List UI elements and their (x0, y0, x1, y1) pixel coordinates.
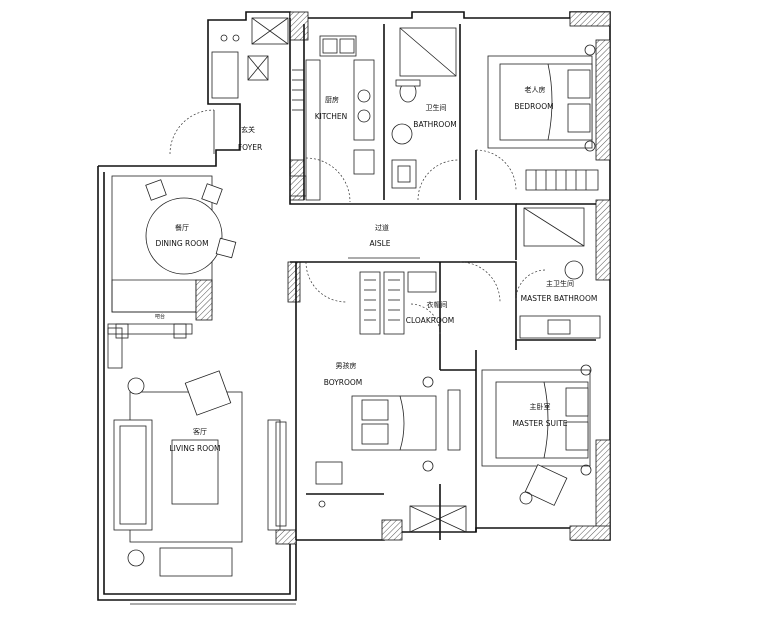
boyroom-label-cn: 男孩房 (336, 361, 357, 370)
dining-table (145, 197, 223, 275)
aisle-label-en: AISLE (369, 239, 390, 248)
column (595, 439, 611, 541)
aisle (305, 257, 501, 303)
column (381, 519, 403, 541)
column (569, 11, 611, 27)
master-suite-furniture (409, 364, 592, 533)
toilet-icon (564, 260, 584, 280)
foyer-area (169, 17, 289, 155)
column (287, 261, 301, 303)
stove-burner-icon (357, 109, 371, 123)
column (289, 11, 309, 41)
column (289, 159, 305, 201)
bedroom-label-en: BEDROOM (514, 102, 553, 111)
master-bath-label-cn: 主卫生间 (546, 279, 574, 288)
dining-label-en: DINING ROOM (155, 239, 208, 248)
kitchen-fittings (289, 35, 375, 203)
outer-walls (97, 11, 611, 605)
cloakroom-label-cn: 衣帽间 (427, 300, 448, 309)
foyer-label-en: FOYER (238, 143, 262, 152)
armchair (524, 464, 568, 506)
room-labels: 玄关 FOYER 厨房 KITCHEN 卫生间 BATHROOM 老人房 BED… (155, 85, 597, 453)
living-label-cn: 客厅 (193, 427, 207, 436)
dining-furniture (107, 175, 237, 339)
bedroom-furniture (475, 44, 599, 191)
column (275, 529, 297, 545)
column (569, 525, 611, 541)
boyroom-furniture (267, 376, 461, 531)
living-furniture (107, 327, 287, 577)
master-suite-label-cn: 主卧室 (530, 402, 551, 411)
column (595, 39, 611, 161)
kitchen-label-cn: 厨房 (325, 95, 339, 104)
bathroom-fittings (391, 27, 459, 201)
master-bath-label-en: MASTER BATHROOM (521, 294, 598, 303)
interior-walls (289, 18, 596, 540)
armchair (184, 370, 232, 416)
master-bathroom-fittings (515, 207, 601, 339)
bedroom-label-cn: 老人房 (525, 85, 546, 94)
master-suite-label-en: MASTER SUITE (512, 419, 567, 428)
boyroom-label-en: BOYROOM (324, 378, 363, 387)
column (595, 199, 611, 281)
foyer-label-cn: 玄关 (241, 125, 255, 134)
chair (315, 461, 343, 485)
bathroom-label-en: BATHROOM (413, 120, 456, 129)
cloakroom-fittings (359, 271, 441, 335)
washbasin-icon (391, 123, 413, 145)
bar-label: 吧台 (155, 313, 165, 320)
coffee-table (171, 439, 219, 505)
cloakroom-label-en: CLOAKROOM (406, 316, 454, 325)
dining-label-cn: 餐厅 (175, 223, 189, 232)
kitchen-label-en: KITCHEN (315, 112, 348, 121)
living-label-en: LIVING ROOM (169, 444, 220, 453)
aisle-label-cn: 过道 (375, 223, 389, 232)
bathroom-label-cn: 卫生间 (426, 103, 447, 112)
stove-burner-icon (357, 89, 371, 103)
